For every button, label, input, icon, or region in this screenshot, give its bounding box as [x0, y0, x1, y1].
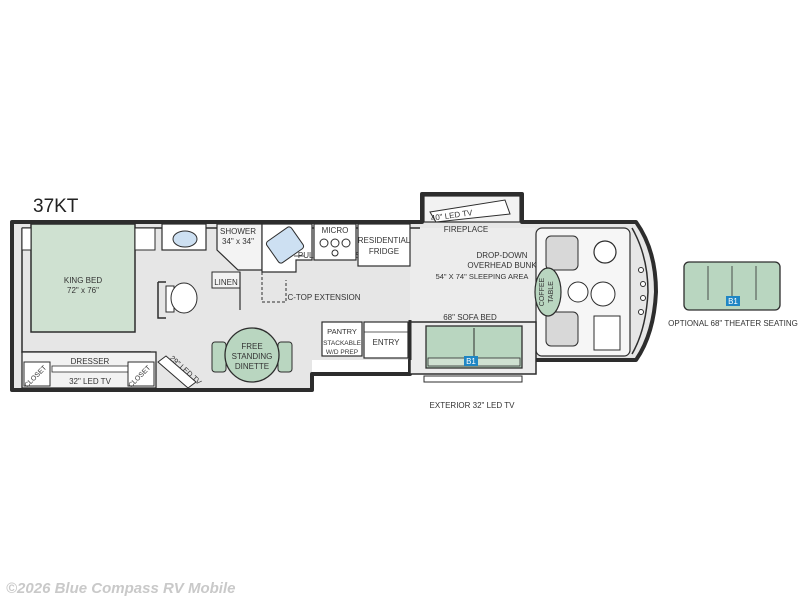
burner-2 — [330, 238, 340, 248]
dinette-label-1: FREE — [241, 342, 262, 351]
toilet-bowl — [170, 282, 198, 314]
toilet-partition — [157, 281, 166, 319]
dinette-chair-right — [277, 341, 293, 373]
model-name: 37KT — [33, 196, 79, 217]
shower-size: 34" x 34" — [222, 237, 254, 246]
fireplace-label: FIREPLACE — [444, 225, 488, 234]
shower-label: SHOWER — [220, 227, 256, 236]
shower — [216, 223, 263, 271]
coffee-label-1: COFFEE — [539, 277, 546, 306]
driver-seat[interactable] — [545, 235, 579, 271]
cab-swivel-seat — [590, 281, 616, 307]
optional-seating-badge-label: B1 — [728, 297, 738, 306]
optional-seating-label: OPTIONAL 68" THEATER SEATING — [668, 319, 798, 328]
steering-wheel-icon — [593, 240, 617, 264]
residential-fridge[interactable] — [357, 223, 411, 267]
sofa-badge-label: B1 — [466, 357, 476, 366]
dresser — [51, 365, 129, 373]
kitchen-sink[interactable] — [265, 226, 305, 265]
headlight-2 — [640, 281, 646, 287]
optional-seating-badge — [726, 296, 740, 306]
pantry-label: PANTRY — [327, 327, 357, 336]
fridge-label-1: RESIDENTIAL — [358, 236, 411, 245]
closet-left[interactable] — [23, 361, 51, 387]
fireplace-tv — [429, 199, 511, 223]
bunk-label-2: OVERHEAD BUNK — [467, 261, 537, 270]
dinette-chair-left — [211, 341, 227, 373]
stackable-label-1: STACKABLE — [323, 340, 361, 347]
sofa-badge — [464, 356, 478, 366]
dresser-label: DRESSER — [71, 357, 110, 366]
pantry — [321, 321, 363, 357]
exterior-tv — [423, 375, 523, 383]
burner-3 — [341, 238, 351, 248]
dinette-label-3: DINETTE — [235, 362, 269, 371]
cab-console — [593, 315, 621, 351]
living-chair — [567, 281, 589, 303]
ctop-label: C-TOP EXTENSION — [287, 293, 360, 302]
stackable-label-2: W/D PREP — [326, 349, 358, 356]
dinette-label-2: STANDING — [232, 352, 273, 361]
micro-label: MICRO — [322, 226, 349, 235]
burner-1 — [319, 238, 329, 248]
king-bed-label: KING BED — [64, 276, 102, 285]
coffee-label-2: TABLE — [548, 281, 555, 303]
entry-label: ENTRY — [373, 338, 401, 347]
closet-right[interactable] — [127, 361, 155, 387]
linen-label: LINEN — [214, 278, 238, 287]
fridge-label-2: FRIDGE — [369, 247, 399, 256]
burner-4 — [331, 249, 339, 257]
king-bed-size: 72" x 76" — [67, 286, 99, 295]
bed-tv-label: 32" LED TV — [69, 377, 111, 386]
ctop-extension — [261, 272, 287, 303]
headlight-4 — [638, 309, 644, 315]
nightstand-right — [134, 227, 156, 251]
bunk-label-3: 54" X 74" SLEEPING AREA — [436, 272, 529, 281]
coffee-table[interactable] — [534, 267, 562, 317]
entry-steps[interactable] — [363, 321, 409, 359]
dinette-table[interactable] — [224, 327, 280, 383]
passenger-seat[interactable] — [545, 311, 579, 347]
bunk-label-1: DROP-DOWN — [476, 251, 527, 260]
headlight-3 — [640, 295, 646, 301]
nightstand-left — [21, 227, 32, 251]
sofa-bed-label: 68" SOFA BED — [443, 313, 497, 322]
headlight-1 — [638, 267, 644, 273]
cab-inner-wall — [631, 227, 649, 355]
bath-sink — [172, 230, 198, 248]
watermark: ©2026 Blue Compass RV Mobile — [6, 580, 236, 597]
side-tv — [157, 355, 197, 389]
king-bed[interactable] — [30, 223, 136, 333]
exterior-tv-label: EXTERIOR 32" LED TV — [430, 401, 516, 410]
